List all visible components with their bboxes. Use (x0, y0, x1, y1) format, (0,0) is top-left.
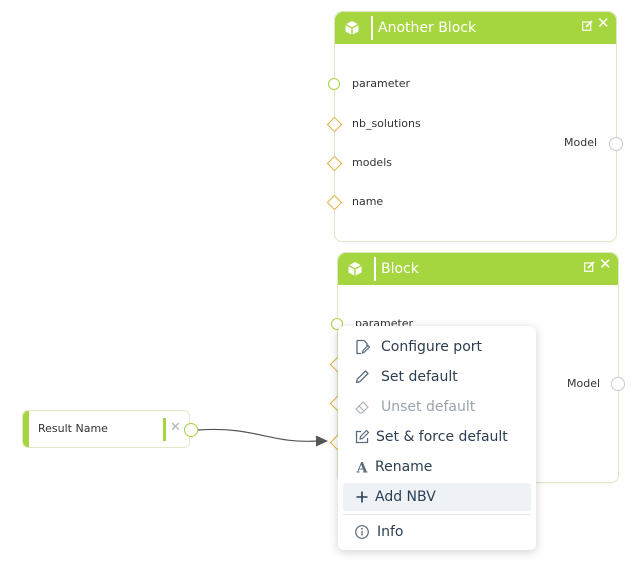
output-port-model[interactable] (611, 377, 625, 391)
close-icon[interactable]: ✕ (170, 420, 181, 435)
menu-item-configure-port[interactable]: Configure port (343, 333, 531, 361)
output-label-model: Model (567, 377, 601, 390)
input-label-nb-solutions: nb_solutions (352, 117, 421, 130)
menu-item-label: Set default (381, 369, 458, 385)
menu-item-info[interactable]: Info (343, 518, 531, 546)
menu-item-rename[interactable]: A Rename (343, 453, 531, 481)
edit-icon[interactable] (582, 20, 593, 31)
input-label-parameter: parameter (352, 77, 411, 90)
block-title: Block (381, 261, 419, 277)
close-icon[interactable]: ✕ (599, 255, 612, 273)
input-port-parameter[interactable] (328, 78, 340, 90)
result-node-label: Result Name (38, 422, 108, 435)
input-label-models: models (352, 156, 392, 169)
result-node-separator (163, 418, 166, 441)
result-node[interactable]: Result Name ✕ (22, 410, 198, 448)
output-port-model[interactable] (609, 137, 623, 151)
block-title: Another Block (378, 20, 477, 36)
menu-item-label: Info (377, 524, 404, 540)
result-output-port[interactable] (184, 423, 198, 437)
eraser-icon (355, 401, 369, 414)
menu-item-add-nbv[interactable]: Add NBV (343, 483, 531, 511)
cube-icon (348, 262, 362, 276)
edit-icon[interactable] (584, 261, 595, 272)
letter-a-icon: A (356, 461, 369, 476)
header-separator (374, 257, 376, 281)
input-port-models[interactable] (326, 155, 343, 172)
configure-port-icon (356, 339, 370, 355)
input-port-nb-solutions[interactable] (326, 116, 343, 133)
menu-item-label: Configure port (381, 339, 483, 355)
svg-text:A: A (356, 461, 369, 476)
edit-square-icon (355, 429, 370, 444)
menu-item-set-default[interactable]: Set default (343, 363, 531, 391)
menu-item-label: Rename (375, 459, 433, 475)
cube-icon (345, 21, 359, 35)
block-header[interactable]: Block ✕ (338, 253, 618, 285)
menu-item-label: Unset default (381, 399, 476, 415)
menu-item-set-force-default[interactable]: Set & force default (343, 423, 531, 451)
menu-item-label: Set & force default (376, 429, 508, 445)
header-separator (371, 16, 373, 40)
port-context-menu[interactable]: Configure port Set default Unset default… (338, 326, 536, 550)
pencil-icon (355, 370, 369, 384)
output-label-model: Model (564, 136, 598, 149)
result-node-accent (23, 411, 29, 447)
plus-icon (356, 491, 368, 503)
input-label-name: name (352, 195, 384, 208)
input-port-name[interactable] (326, 194, 343, 211)
menu-divider (343, 514, 531, 515)
close-icon[interactable]: ✕ (597, 14, 610, 32)
block-header[interactable]: Another Block ✕ (335, 12, 616, 44)
block-another-block[interactable]: Another Block ✕ parameter nb_solutions m… (326, 11, 623, 242)
info-icon (355, 525, 369, 539)
menu-item-unset-default[interactable]: Unset default (343, 393, 531, 421)
menu-item-label: Add NBV (375, 489, 436, 505)
